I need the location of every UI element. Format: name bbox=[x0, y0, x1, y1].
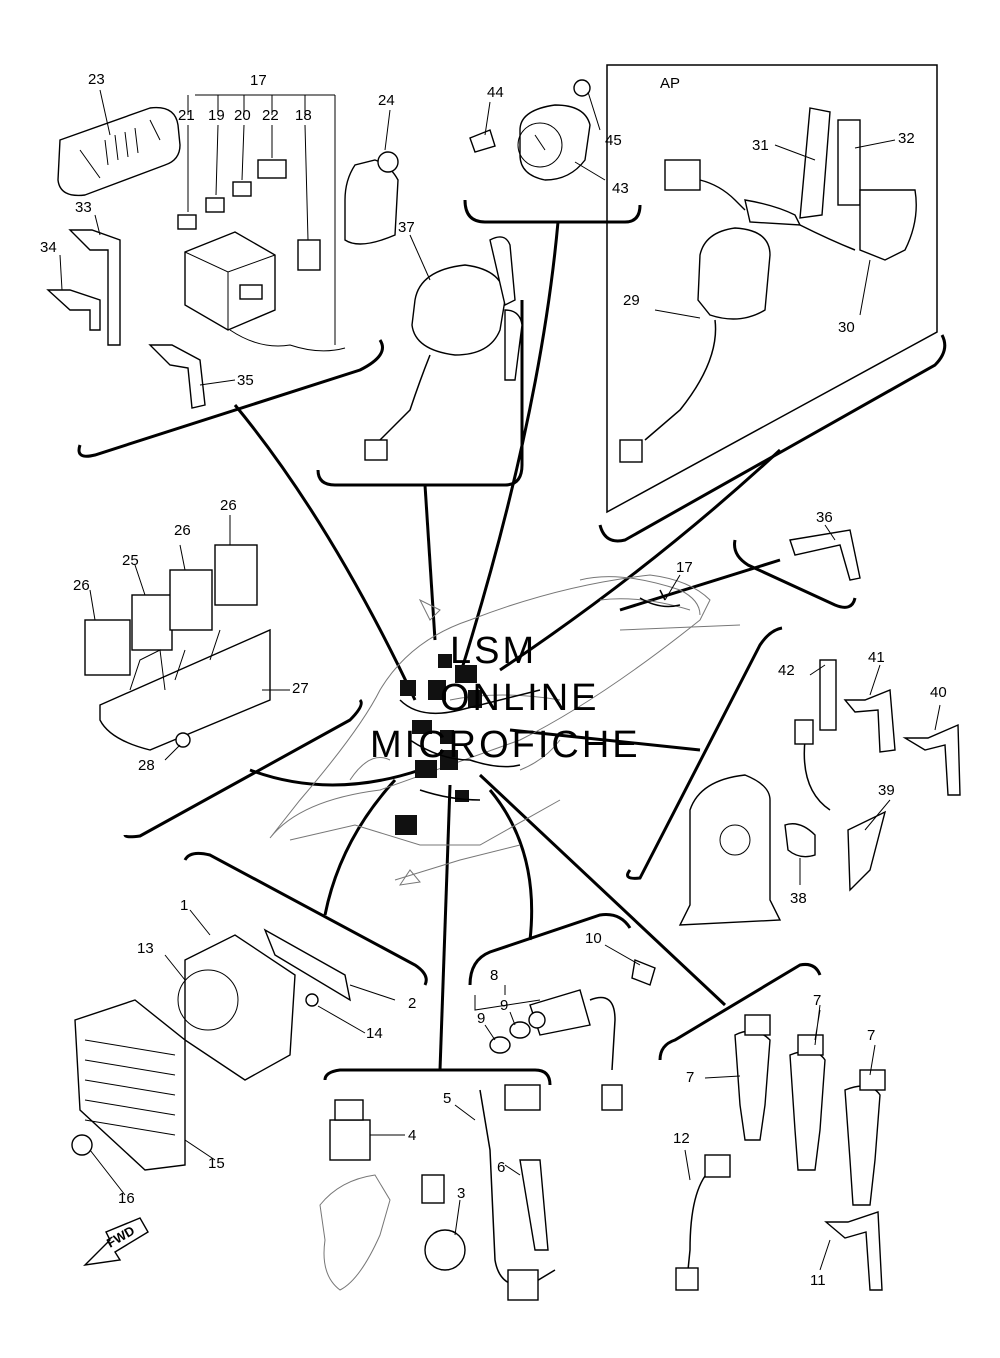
panel-sensor bbox=[626, 626, 783, 880]
lead-wire-and-tie bbox=[675, 1154, 883, 1291]
panel-speed-sensor bbox=[468, 913, 632, 986]
callout-19: 19 bbox=[208, 107, 225, 124]
panel-cable-tie-36 bbox=[733, 539, 857, 609]
callout-34: 34 bbox=[40, 239, 57, 256]
callout-42: 42 bbox=[778, 662, 795, 679]
watermark-line-3: MICROFICHE bbox=[370, 724, 641, 766]
part-drawings: FWD bbox=[46, 79, 961, 1301]
panel-relay bbox=[123, 698, 363, 839]
callout-7-mid: 7 bbox=[813, 992, 821, 1009]
panel-fuse-box bbox=[77, 339, 384, 458]
panel-main-switch bbox=[316, 300, 524, 487]
callout-33: 33 bbox=[75, 199, 92, 216]
panel-rectifier bbox=[183, 851, 428, 986]
callout-40: 40 bbox=[930, 684, 947, 701]
callout-41: 41 bbox=[868, 649, 885, 666]
ignition-coils bbox=[734, 1014, 886, 1206]
callout-7-left: 7 bbox=[686, 1069, 694, 1086]
callout-13: 13 bbox=[137, 940, 154, 957]
meter-43 bbox=[469, 79, 591, 181]
callout-3: 3 bbox=[457, 1185, 465, 1202]
callout-20: 20 bbox=[234, 107, 251, 124]
panel-ignition-coil bbox=[658, 963, 822, 1061]
callout-16: 16 bbox=[118, 1190, 135, 1207]
callout-18: 18 bbox=[295, 107, 312, 124]
callout-38: 38 bbox=[790, 890, 807, 907]
fwd-arrow-icon: FWD bbox=[83, 1217, 149, 1266]
callout-43: 43 bbox=[612, 180, 629, 197]
callout-25: 25 bbox=[122, 552, 139, 569]
callout-5: 5 bbox=[443, 1090, 451, 1107]
watermark-line-1: LSM bbox=[450, 630, 537, 672]
callout-30: 30 bbox=[838, 319, 855, 336]
callout-23: 23 bbox=[88, 71, 105, 88]
fuses bbox=[177, 159, 321, 271]
panel-ap-box bbox=[606, 64, 938, 514]
main-switch-37 bbox=[364, 236, 523, 461]
callout-17-top: 17 bbox=[250, 72, 267, 89]
callout-7-right: 7 bbox=[867, 1027, 875, 1044]
sensor-assembly bbox=[678, 659, 961, 926]
callout-24: 24 bbox=[378, 92, 395, 109]
callout-6: 6 bbox=[497, 1159, 505, 1176]
callout-29: 29 bbox=[623, 292, 640, 309]
panel-ap-outer bbox=[598, 334, 947, 543]
callout-9-left: 9 bbox=[477, 1010, 485, 1027]
callouts: 23 17 21 19 20 22 18 24 44 45 43 AP 31 3… bbox=[40, 71, 947, 1289]
cable-ties-left bbox=[46, 229, 206, 409]
cable-tie-36 bbox=[789, 529, 861, 581]
callout-35: 35 bbox=[237, 372, 254, 389]
callout-28: 28 bbox=[138, 757, 155, 774]
pressure-switch-assembly bbox=[319, 1084, 556, 1301]
callout-26-top: 26 bbox=[220, 497, 237, 514]
callout-15: 15 bbox=[208, 1155, 225, 1172]
watermark: LSM ONLINE MICROFICHE bbox=[370, 630, 641, 766]
callout-45: 45 bbox=[605, 132, 622, 149]
callout-31: 31 bbox=[752, 137, 769, 154]
callout-17-craft: 17 bbox=[676, 559, 693, 576]
fuse-box-cover-23 bbox=[57, 106, 181, 197]
callout-10: 10 bbox=[585, 930, 602, 947]
rectifier-assembly bbox=[71, 928, 351, 1171]
callout-39: 39 bbox=[878, 782, 895, 799]
callout-22: 22 bbox=[262, 107, 279, 124]
panel-pressure-sensor bbox=[323, 1068, 552, 1086]
ap-parts bbox=[619, 107, 917, 463]
callout-26-left: 26 bbox=[73, 577, 90, 594]
callout-11: 11 bbox=[810, 1272, 826, 1289]
watercraft-outline bbox=[269, 574, 741, 886]
watermark-line-2: ONLINE bbox=[440, 677, 599, 719]
panel-meter bbox=[463, 199, 642, 224]
group-panels bbox=[77, 64, 947, 1086]
callout-leaders bbox=[59, 89, 941, 1271]
callout-12: 12 bbox=[673, 1130, 690, 1147]
callout-36: 36 bbox=[816, 509, 833, 526]
cap-24 bbox=[344, 151, 399, 245]
speed-sensor-assembly bbox=[489, 959, 656, 1111]
callout-14: 14 bbox=[366, 1025, 383, 1042]
relay-bracket bbox=[84, 544, 271, 751]
callout-4: 4 bbox=[408, 1127, 416, 1144]
callout-21: 21 bbox=[178, 107, 195, 124]
harness-clusters bbox=[395, 589, 681, 835]
callout-32: 32 bbox=[898, 130, 915, 147]
callout-2: 2 bbox=[408, 995, 416, 1012]
ap-tag: AP bbox=[660, 75, 680, 92]
fuse-box-17 bbox=[184, 231, 346, 352]
callout-8: 8 bbox=[490, 967, 498, 984]
callout-44: 44 bbox=[487, 84, 504, 101]
callout-9-right: 9 bbox=[500, 997, 508, 1014]
callout-37: 37 bbox=[398, 219, 415, 236]
callout-27: 27 bbox=[292, 680, 309, 697]
callout-26-mid: 26 bbox=[174, 522, 191, 539]
callout-1: 1 bbox=[180, 897, 188, 914]
